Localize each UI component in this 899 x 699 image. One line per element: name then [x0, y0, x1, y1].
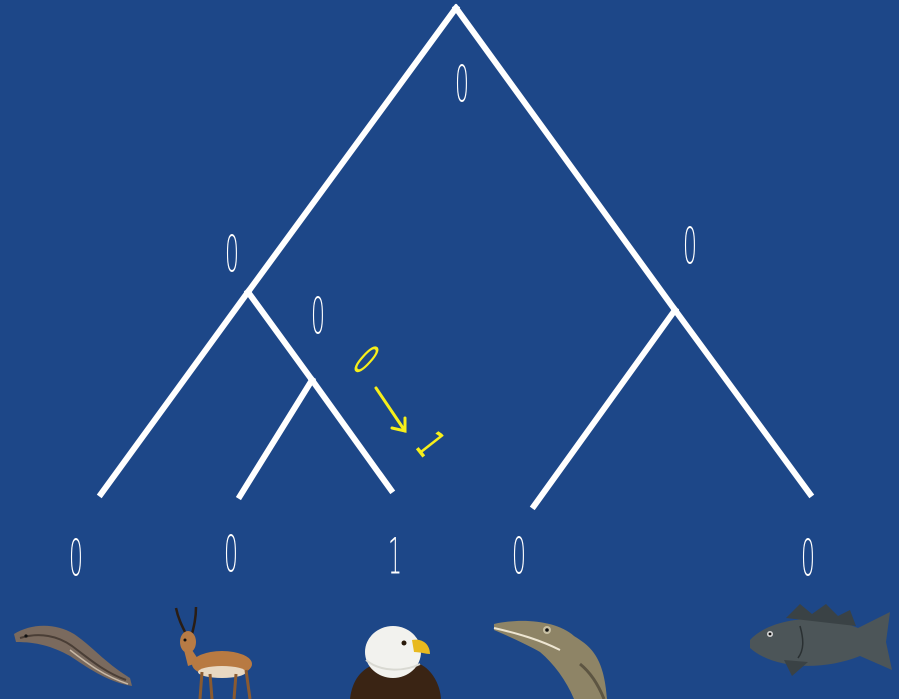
root-state-label: 0 — [455, 56, 469, 114]
fish-icon — [750, 604, 892, 676]
branch-left-clade-to-eel — [101, 292, 248, 494]
state-change-to-label: 1 — [405, 424, 453, 466]
leaf-fish-state-label: 0 — [801, 530, 815, 588]
branch-inner-clade-to-antelope — [240, 380, 312, 496]
bald-eagle-icon — [350, 626, 441, 699]
state-change-arrow-icon — [376, 388, 405, 431]
state-change-from-label: 0 — [343, 337, 387, 384]
branch-left-clade-to-inner-clade — [248, 292, 312, 380]
inner-clade-state-label: 0 — [311, 288, 325, 346]
branch-right-clade-to-alligator — [534, 310, 675, 506]
branch-root-to-left-clade — [248, 8, 456, 292]
branch-right-clade-to-fish — [675, 310, 810, 494]
leaf-eagle-state-label: 1 — [388, 528, 402, 586]
eel-icon — [14, 626, 132, 686]
left-clade-state-label: 0 — [225, 226, 239, 284]
branch-root-to-right-clade — [456, 8, 675, 310]
leaf-eel-state-label: 0 — [69, 530, 83, 588]
leaf-antelope-state-label: 0 — [224, 526, 238, 584]
antelope-icon — [176, 607, 252, 699]
branch-inner-clade-to-eagle — [312, 380, 391, 490]
leaf-alligator-state-label: 0 — [512, 528, 526, 586]
alligator-icon — [494, 621, 607, 699]
right-clade-state-label: 0 — [683, 218, 697, 276]
